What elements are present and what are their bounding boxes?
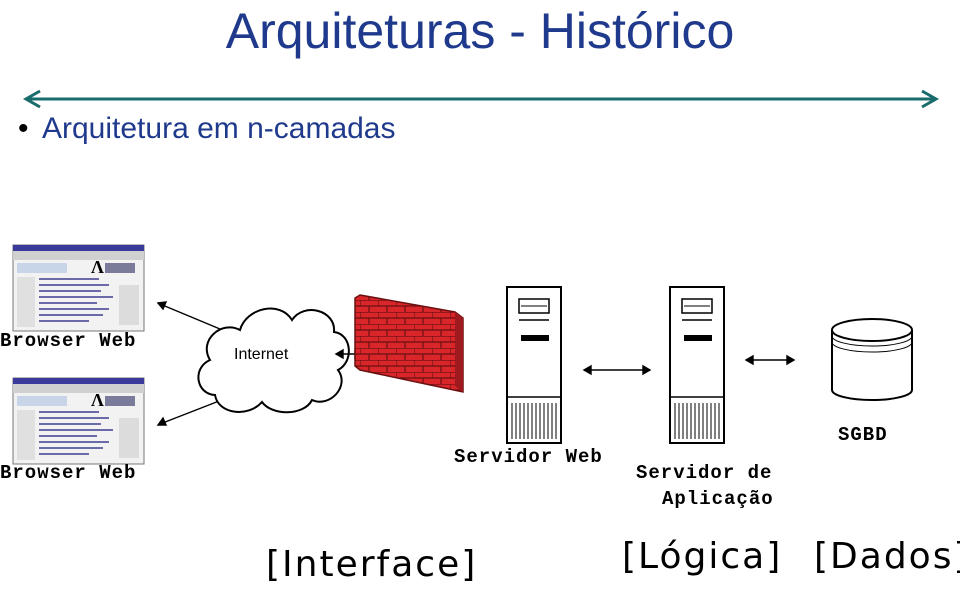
layer-label-logic: [Lógica] <box>622 536 783 577</box>
title-rule <box>22 89 940 109</box>
database-label: SGBD <box>838 424 888 446</box>
browser-window-icon: Λ <box>12 244 145 332</box>
layer-label-interface: [Interface] <box>266 544 478 585</box>
bullet-dot: • <box>18 112 29 145</box>
page-title: Arquiteturas - Histórico <box>225 3 735 59</box>
bullet-text: Arquitetura em n-camadas <box>42 112 396 145</box>
layer-label-data: [Dados] <box>814 536 960 577</box>
firewall-icon <box>354 294 464 393</box>
cloud-icon <box>197 307 350 414</box>
database-icon <box>831 318 913 401</box>
app-server-label-line2: Aplicação <box>662 488 774 510</box>
browser-window-icon: Λ <box>12 377 145 465</box>
internet-label: Internet <box>234 346 289 363</box>
connector-arrows <box>582 364 652 376</box>
server-icon <box>669 286 725 444</box>
connector-arrows <box>744 354 796 366</box>
svg-text:Λ: Λ <box>91 257 104 277</box>
server-icon <box>506 286 562 444</box>
svg-text:Λ: Λ <box>91 390 104 410</box>
browser-label: Browser Web <box>0 462 137 484</box>
browser-label: Browser Web <box>0 330 137 352</box>
app-server-label-line1: Servidor de <box>636 462 773 484</box>
web-server-label: Servidor Web <box>454 446 603 468</box>
bullet-item: • Arquitetura em n-camadas <box>18 112 396 146</box>
